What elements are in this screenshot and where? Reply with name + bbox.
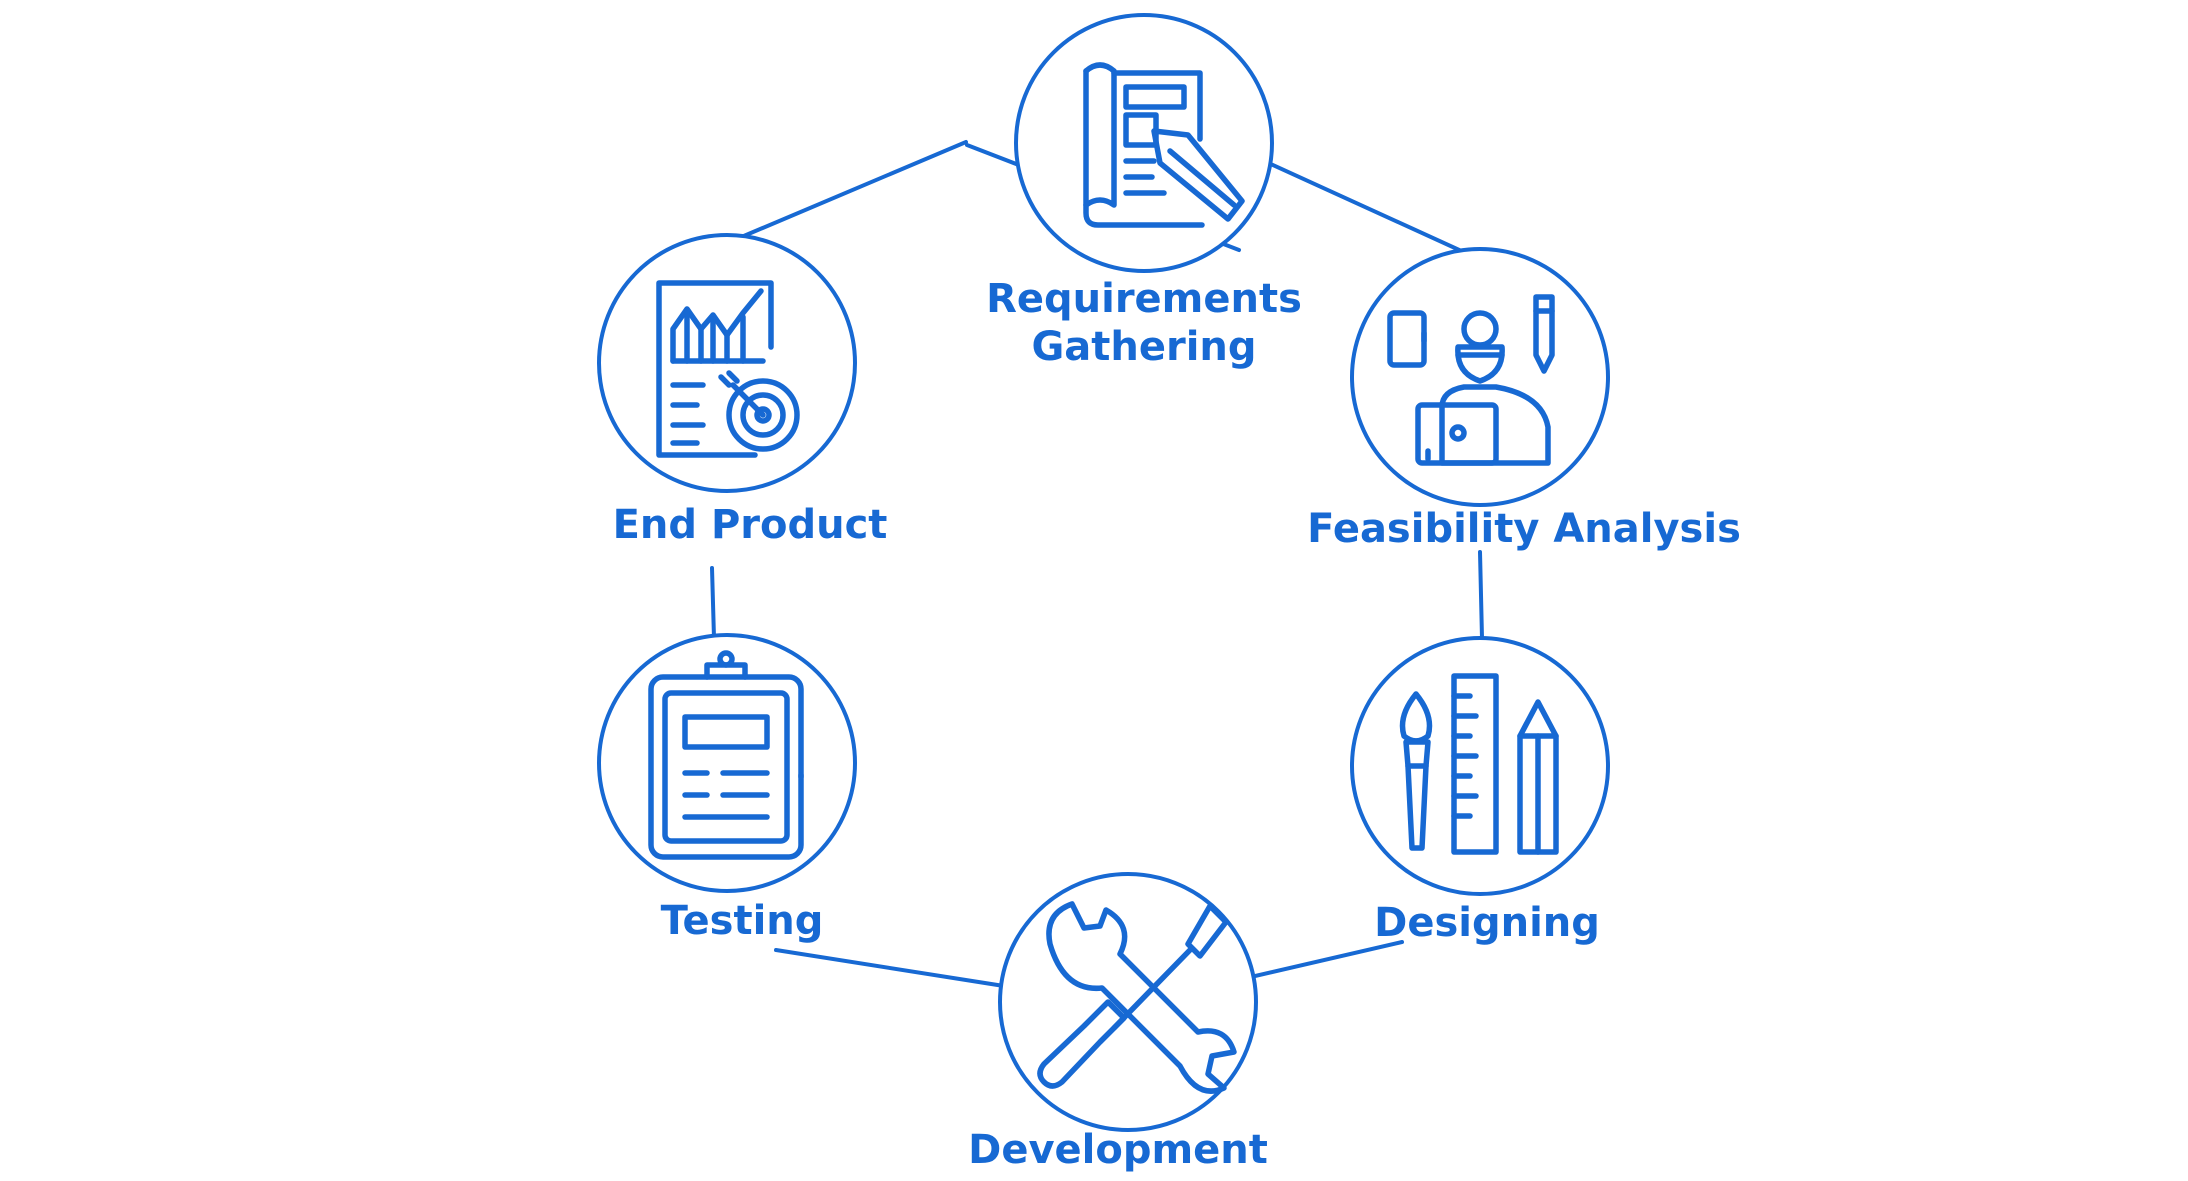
connector-line <box>710 566 716 640</box>
blueprint-pencil-icon <box>1083 62 1245 228</box>
stage-label-line: Requirements <box>986 276 1302 322</box>
stage-circle <box>1350 247 1610 507</box>
stage-feasibility: Feasibility Analysis <box>1306 247 1742 553</box>
wrench-screwdriver-icon <box>1037 901 1237 1094</box>
stage-label: Testing <box>661 898 824 944</box>
stage-development: Development <box>967 872 1269 1174</box>
stage-label-line: Gathering <box>1031 324 1256 370</box>
brush-ruler-pencil-icon <box>1399 673 1559 855</box>
stage-label: Development <box>968 1127 1268 1173</box>
report-chart-target-icon <box>656 280 800 458</box>
stage-label-line: Testing <box>661 898 824 944</box>
connector-line <box>1478 550 1484 640</box>
stage-testing: Testing <box>597 633 857 945</box>
stage-label: Designing <box>1374 900 1600 946</box>
stage-end-product: End Product <box>597 233 888 549</box>
stage-label: End Product <box>613 502 888 548</box>
stage-label-line: End Product <box>613 502 888 548</box>
connector-line <box>1238 148 1470 256</box>
clipboard-checklist-icon <box>648 650 804 860</box>
stage-label-line: Development <box>968 1127 1268 1173</box>
stage-designing: Designing <box>1350 636 1610 947</box>
analyst-laptop-icon <box>1387 294 1555 466</box>
stage-circle <box>597 633 857 893</box>
stage-circle <box>1350 636 1610 896</box>
connector-line <box>774 948 1044 994</box>
stage-label-line: Designing <box>1374 900 1600 946</box>
connector-line <box>737 140 968 240</box>
connector-lines <box>710 140 1484 994</box>
stage-label-line: Feasibility Analysis <box>1307 506 1741 552</box>
stage-label: Feasibility Analysis <box>1307 506 1741 552</box>
